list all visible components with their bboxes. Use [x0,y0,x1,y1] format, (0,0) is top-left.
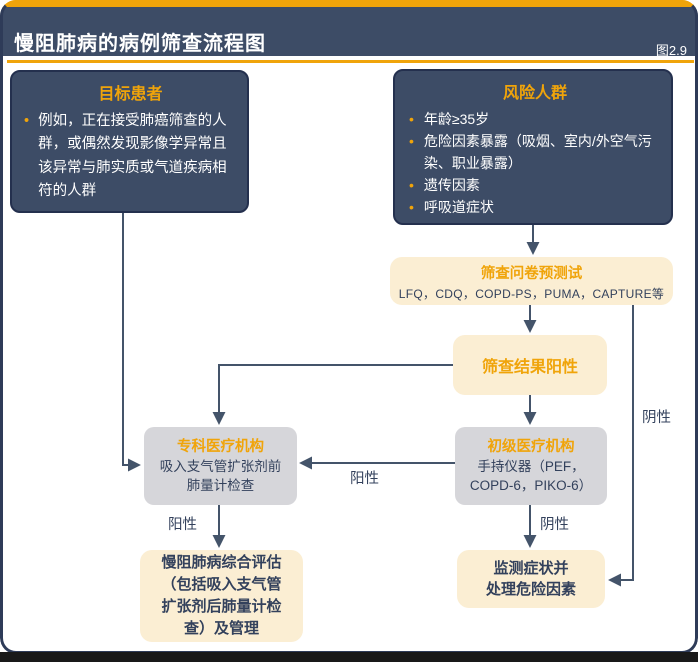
node-body-line: COPD-6，PIKO-6） [469,477,593,493]
node-body: 吸入支气管扩张剂前 肺量计检查 [144,458,297,496]
node-copd-assessment: 慢阻肺病综合评估 （包括吸入支气管 扩张剂后肺量计检 查）及管理 [140,550,303,642]
bullet-dot: • [24,113,30,129]
node-questionnaire: 筛查问卷预测试 LFQ，CDQ，COPD-PS，PUMA，CAPTURE等 [390,257,673,305]
node-body-line: 手持仪器（PEF， [477,459,585,474]
connector-target-to-specialist [122,213,141,472]
bullet-item: • 危险因素暴露（吸烟、室内/外空气污染、职业暴露） [409,131,661,175]
node-body: 慢阻肺病综合评估 （包括吸入支气管 扩张剂后肺量计检 查）及管理 [161,552,281,640]
node-body-line: 监测症状并 [493,560,569,577]
bullet-text: 例如，正在接受肺癌筛查的人群，或偶然发现影像学异常且该异常与肺实质或气道疾病相符… [38,113,227,200]
bullet-dot: • [409,198,414,215]
node-body: 手持仪器（PEF， COPD-6，PIKO-6） [455,458,607,496]
bullet-item: • 例如，正在接受肺癌筛查的人群，或偶然发现影像学异常且该异常与肺实质或气道疾病… [24,110,237,204]
questionnaire-subtitle: LFQ，CDQ，COPD-PS，PUMA，CAPTURE等 [398,287,665,301]
node-title: 初级医疗机构 [487,439,575,455]
page-title: 慢阻肺病的病例筛查流程图 [14,33,266,55]
node-risk-population: 风险人群 • 年龄≥35岁 • 危险因素暴露（吸烟、室内/外空气污染、职业暴露）… [393,69,673,225]
node-body-line: 查）及管理 [183,620,259,638]
node-monitor-symptoms: 监测症状并 处理危险因素 [457,550,605,608]
bullet-text: 呼吸道症状 [423,198,494,215]
node-body-line: 肺量计检查 [186,477,255,493]
bullet-dot: • [409,111,414,127]
bullet-list: • 例如，正在接受肺癌筛查的人群，或偶然发现影像学异常且该异常与肺实质或气道疾病… [24,110,237,204]
connector-questionnaire-to-monitor [608,305,634,587]
bullet-item: • 呼吸道症状 [409,197,661,219]
edge-label-negative-primary-to-monitor: 阴性 [540,517,569,533]
node-target-patients: 目标患者 • 例如，正在接受肺癌筛查的人群，或偶然发现影像学异常且该异常与肺实质… [10,70,249,213]
bottom-band [0,652,698,662]
edge-label-positive-primary-to-specialist: 阳性 [350,471,379,487]
bullet-text: 遗传因素 [423,176,480,193]
node-body-line: （包括吸入支气管 [161,575,282,593]
top-accent-bar [0,0,698,7]
bullet-list: • 年龄≥35岁 • 危险因素暴露（吸烟、室内/外空气污染、职业暴露） • 遗传… [409,109,661,219]
edge-label-negative-questionnaire-to-monitor: 阴性 [642,410,671,426]
edge-label-positive-specialist-to-assessment: 阳性 [168,517,197,533]
title-bar: 慢阻肺病的病例筛查流程图 图2.9 [0,7,698,58]
bullet-text: 年龄≥35岁 [423,111,490,127]
bullet-text: 危险因素暴露（吸烟、室内/外空气污染、职业暴露） [423,132,652,171]
node-body: 监测症状并 处理危险因素 [486,558,576,600]
node-title: 目标患者 [98,86,163,103]
bullet-dot: • [409,176,414,193]
bullet-dot: • [409,132,414,149]
node-body-line: 处理危险因素 [485,581,576,598]
node-screening-positive: 筛查结果阳性 [453,335,607,395]
node-title: 筛查问卷预测试 [480,266,583,282]
node-body-line: 慢阻肺病综合评估 [161,553,282,571]
node-body-line: 吸入支气管扩张剂前 [159,459,282,474]
node-title: 专科医疗机构 [177,439,264,455]
node-title: 风险人群 [502,85,567,102]
node-body-line: 扩张剂后肺量计检 [161,598,282,615]
figure-label: 图2.9 [655,43,687,58]
node-title: 筛查结果阳性 [481,359,578,376]
header-divider [7,60,694,63]
bullet-item: • 遗传因素 [409,175,661,197]
node-primary-care: 初级医疗机构 手持仪器（PEF， COPD-6，PIKO-6） [455,427,607,505]
connector-positive-to-specialist [212,364,453,425]
bullet-item: • 年龄≥35岁 [409,109,661,131]
node-specialist-facility: 专科医疗机构 吸入支气管扩张剂前 肺量计检查 [144,427,297,505]
